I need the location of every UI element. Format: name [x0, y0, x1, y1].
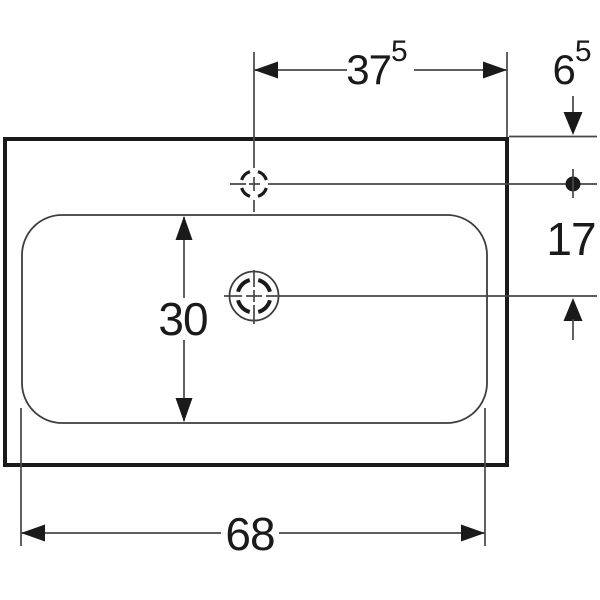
- dim-value: 68: [225, 508, 275, 560]
- dim-value: 6: [552, 46, 575, 93]
- dimension-bowl-width: [20, 408, 486, 546]
- dimension-edge-to-tap: [509, 96, 597, 138]
- dim-value: 17: [546, 213, 596, 265]
- dim-value-superscript: 5: [574, 35, 592, 68]
- drain-icon: [224, 270, 597, 324]
- washbasin-outer-outline: [3, 137, 509, 467]
- dim-label-bowl-width: 68: [225, 508, 275, 560]
- dim-label-tap-to-drain: 17: [546, 213, 596, 265]
- basin-bowl-outline: [21, 214, 488, 424]
- dim-value: 30: [158, 293, 208, 345]
- dimension-tap-to-drain: [563, 169, 583, 340]
- dimension-bowl-depth: [175, 216, 193, 422]
- tap-hole-icon: [230, 52, 597, 212]
- dim-label-bowl-depth: 30: [158, 293, 208, 345]
- dimension-tap-to-right-edge: [254, 52, 508, 137]
- dim-value-superscript: 5: [391, 35, 408, 68]
- dim-value: 37: [346, 46, 392, 93]
